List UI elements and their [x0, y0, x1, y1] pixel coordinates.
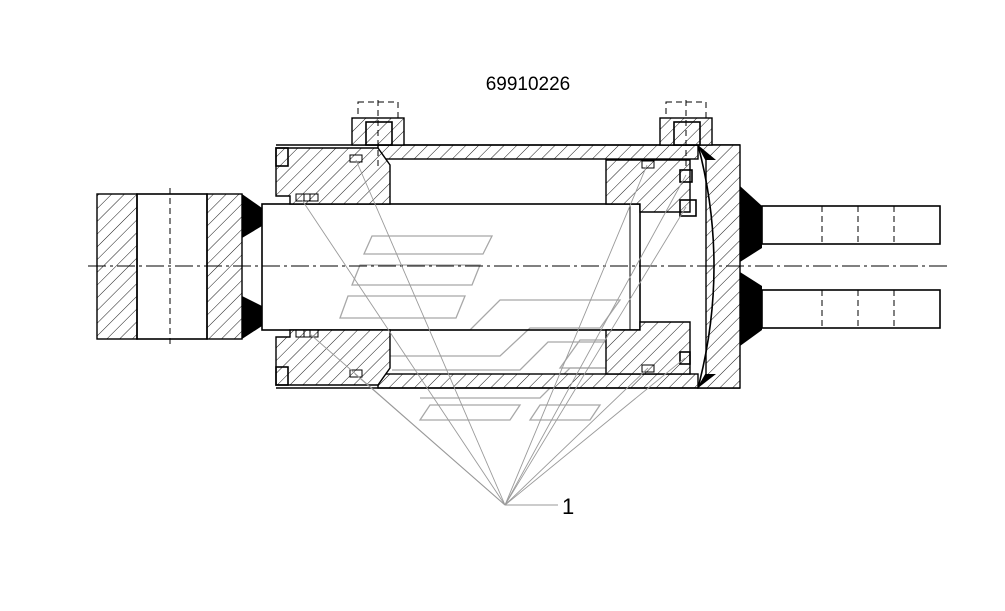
part-number: 69910226 — [486, 74, 571, 95]
hydraulic-port-right — [659, 100, 713, 170]
mounting-tangs-right — [761, 205, 941, 329]
watermark-logo — [339, 235, 652, 421]
piston-rod — [261, 203, 690, 331]
gland-head — [275, 147, 391, 386]
hydraulic-port-left — [351, 100, 405, 170]
rod-eye-left — [96, 188, 262, 345]
callout-label-1: 1 — [562, 494, 574, 519]
piston — [605, 159, 697, 375]
callout-leaders — [301, 159, 687, 506]
end-cap — [696, 144, 762, 389]
